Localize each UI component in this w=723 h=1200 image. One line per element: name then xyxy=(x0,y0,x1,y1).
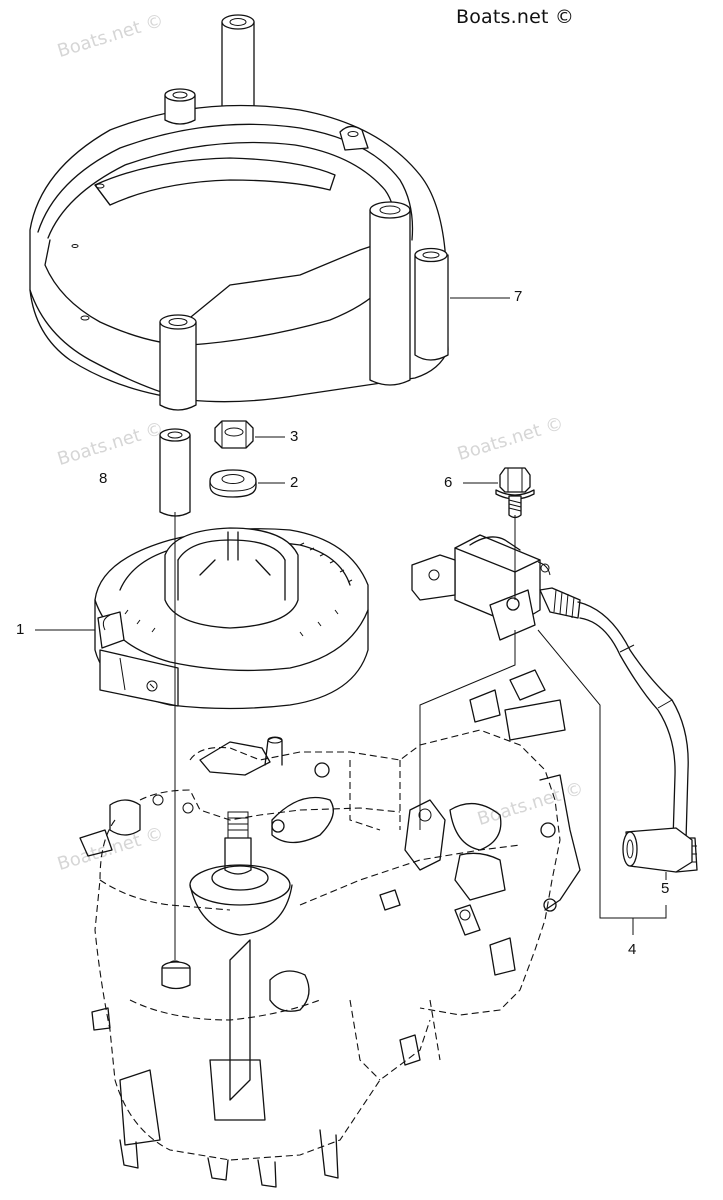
callout-4: 4 xyxy=(628,941,637,958)
bolt-part xyxy=(495,467,535,519)
flywheel-cover-part xyxy=(29,14,449,411)
washer-part xyxy=(209,469,257,498)
pin-part xyxy=(159,428,191,517)
callout-6: 6 xyxy=(444,474,453,491)
callout-2: 2 xyxy=(290,474,299,491)
callout-3: 3 xyxy=(290,428,299,445)
ignition-coil-part xyxy=(411,534,698,873)
brand-label: Boats.net © xyxy=(456,6,575,28)
callout-1: 1 xyxy=(16,621,25,638)
nut-part xyxy=(214,420,254,449)
stator-part xyxy=(94,527,369,710)
callout-8: 8 xyxy=(99,470,108,487)
plug-cap-part xyxy=(622,827,693,873)
engine-block-part xyxy=(79,669,581,1188)
callout-7: 7 xyxy=(514,288,523,305)
assembly-lines xyxy=(35,297,667,990)
callout-5: 5 xyxy=(661,880,670,897)
